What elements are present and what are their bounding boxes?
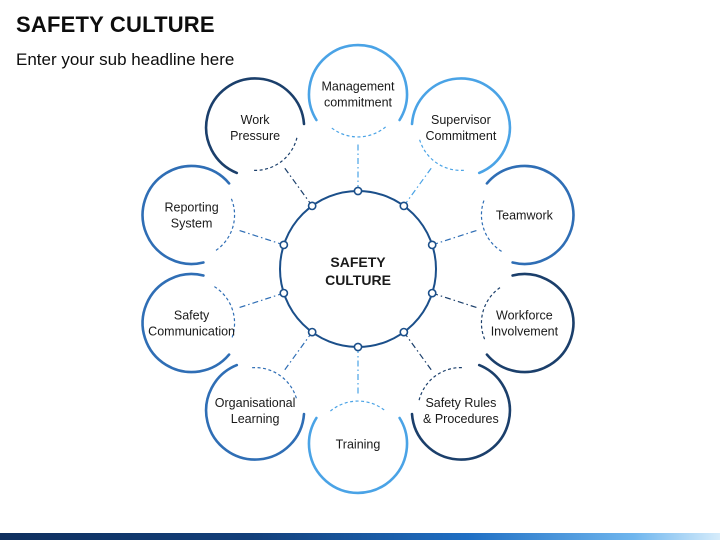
node-circle-dashed-arc (480, 198, 502, 252)
node-label-line: & Procedures (423, 412, 499, 426)
node-label-line: System (171, 216, 213, 230)
connector-line (403, 331, 433, 372)
node-circle-fill (142, 274, 241, 373)
footer-accent-bar (0, 533, 720, 540)
node-circle-solid-arc (141, 164, 231, 266)
node-label-line: Involvement (491, 325, 559, 339)
center-label-line-2: CULTURE (325, 272, 391, 288)
center-label-line-1: SAFETY (330, 254, 386, 270)
center-hub: SAFETY CULTURE (279, 190, 437, 348)
node-circle-solid-arc (307, 43, 409, 122)
connector-line (237, 292, 285, 309)
node-circle-fill (411, 78, 510, 177)
connector-layer (237, 143, 479, 395)
node-6: Training (307, 395, 409, 495)
node-circle-fill (475, 165, 574, 264)
node-circle-dashed-arc (214, 198, 236, 252)
node-circle-solid-arc (307, 416, 409, 495)
node-circle-solid-arc (410, 363, 512, 461)
node-5: Safety Rules & Procedures (410, 361, 512, 461)
connector-line (237, 229, 285, 246)
node-label-line: Organisational (215, 396, 296, 410)
node-label-line: Work (241, 113, 271, 127)
ring-dot (353, 342, 363, 352)
node-circle-fill (309, 45, 407, 143)
connector-line (431, 229, 479, 246)
connector-line (403, 166, 433, 207)
node-label-line: Reporting (164, 200, 218, 214)
connector-line (431, 292, 479, 309)
ring-dot (279, 240, 289, 250)
node-label-line: Learning (231, 412, 280, 426)
node-label-line: Teamwork (496, 208, 554, 222)
ring-dot (399, 201, 409, 211)
node-circle-solid-arc (141, 272, 231, 374)
node-label-line: Pressure (230, 129, 280, 143)
node-circle-fill (411, 361, 510, 460)
node-1: Management commitment (307, 43, 409, 143)
node-circle-solid-arc (410, 77, 512, 175)
node-circle-fill (142, 165, 241, 264)
node-3: Teamwork (475, 164, 575, 266)
node-label-line: Training (336, 438, 381, 452)
node-label-line: Commitment (425, 129, 496, 143)
ring-dot (399, 327, 409, 337)
node-circle-solid-arc (485, 164, 575, 266)
node-label-line: Communication (148, 325, 235, 339)
node-circle-dashed-arc (252, 367, 298, 401)
node-circle-dashed-arc (418, 367, 464, 401)
connector-line (283, 331, 313, 372)
node-circle-fill (475, 274, 574, 373)
node-circle-dashed-arc (252, 137, 298, 171)
node-circle-dashed-arc (214, 286, 236, 340)
node-circle-fill (309, 395, 407, 493)
node-circle-solid-arc (485, 272, 575, 374)
node-circle-fill (206, 361, 305, 460)
node-circle-dashed-arc (418, 137, 464, 171)
ring-dot-layer (279, 186, 437, 352)
node-circle-dashed-arc (330, 126, 386, 138)
node-circle-solid-arc (204, 363, 306, 461)
node-label-line: Supervisor (431, 113, 491, 127)
ring-dot (427, 288, 437, 298)
slide-title: SAFETY CULTURE (16, 12, 215, 37)
ring-dot (307, 327, 317, 337)
node-layer: ManagementcommitmentSupervisorCommitment… (141, 43, 575, 495)
node-label-line: Management (322, 80, 395, 94)
node-label-line: commitment (324, 96, 393, 110)
connector-line (283, 166, 313, 207)
node-label-line: Safety (174, 309, 210, 323)
ring-dot (307, 201, 317, 211)
slide-subtitle: Enter your sub headline here (16, 50, 235, 69)
node-label-line: Safety Rules (425, 396, 496, 410)
node-label-line: Workforce (496, 309, 553, 323)
node-circle-solid-arc (204, 77, 306, 175)
ring-dot (427, 240, 437, 250)
node-circle-dashed-arc (330, 400, 386, 412)
node-circle-dashed-arc (480, 286, 502, 340)
node-circle-fill (206, 78, 305, 177)
ring-dot (279, 288, 289, 298)
ring-dot (353, 186, 363, 196)
